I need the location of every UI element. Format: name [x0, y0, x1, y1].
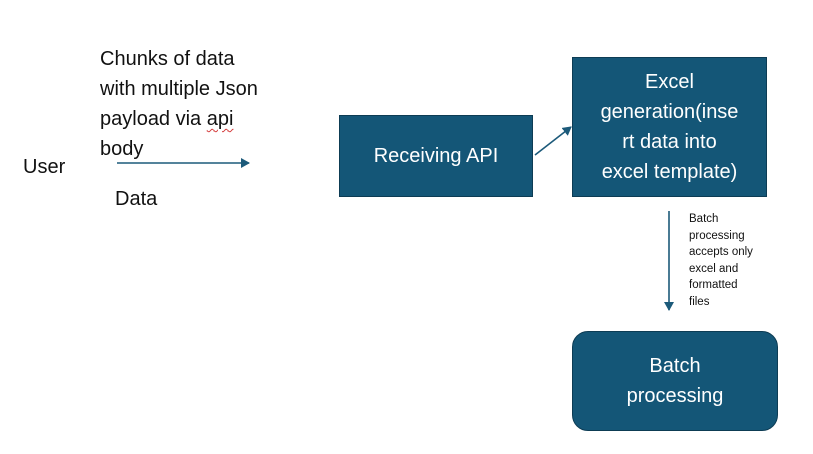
excel-generation-node: Excel generation(inse rt data into excel… — [572, 57, 767, 197]
api-to-excel-arrow — [534, 126, 572, 156]
excel-generation-label: Excel generation(inse rt data into excel… — [600, 71, 739, 183]
payload-line-1: Chunks of data — [100, 48, 235, 70]
data-label: Data — [115, 188, 158, 210]
payload-line-2: with multiple Json — [100, 78, 258, 100]
user-label: User — [23, 156, 66, 178]
receiving-api-label: Receiving API — [373, 144, 499, 167]
batch-note-label: Batch processing accepts only excel and … — [689, 213, 753, 308]
batch-processing-node: Batch processing — [572, 331, 778, 431]
payload-line-3: payload via — [100, 108, 207, 130]
payload-flagged-word: api — [206, 108, 234, 130]
payload-label: Chunks of data with multiple Json payloa… — [100, 44, 310, 164]
receiving-api-node: Receiving API — [339, 115, 533, 197]
payload-line-4: body — [100, 138, 144, 160]
batch-processing-label: Batch processing — [626, 355, 724, 407]
